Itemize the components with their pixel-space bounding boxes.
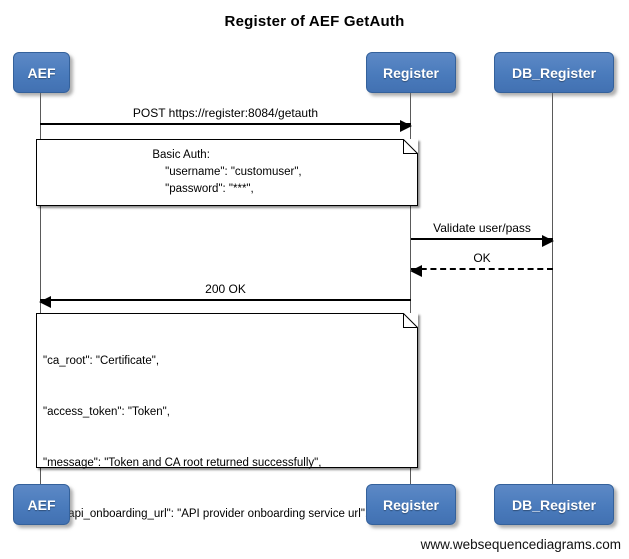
note-line: "username": "customuser", <box>152 166 302 178</box>
actor-register-bottom: Register <box>366 484 456 525</box>
lifeline-register <box>410 93 411 484</box>
note-dogear-icon <box>403 313 418 328</box>
actor-aef-bottom: AEF <box>13 484 70 525</box>
note-line: "message": "Token and CA root returned s… <box>43 457 322 469</box>
message-arrow-post-getauth <box>40 120 412 132</box>
note-line: "ca_root": "Certificate", <box>43 355 160 367</box>
actor-db-register-top: DB_Register <box>494 52 614 93</box>
lifeline-db-register <box>552 93 553 484</box>
actor-aef-label: AEF <box>27 64 56 81</box>
watermark-websequencediagrams: www.websequencediagrams.com <box>420 537 621 552</box>
message-arrow-ok-return <box>410 265 553 277</box>
actor-register-label: Register <box>382 64 440 81</box>
note-response-body: "ca_root": "Certificate", "access_token"… <box>36 313 418 520</box>
message-arrow-200-ok <box>39 296 411 308</box>
actor-db-register-label: DB_Register <box>511 496 597 513</box>
note-line: "password": "***", <box>152 183 254 195</box>
actor-aef-top: AEF <box>13 52 70 93</box>
message-label-post-getauth: POST https://register:8084/getauth <box>132 106 319 120</box>
actor-register-top: Register <box>366 52 456 93</box>
actor-aef-label: AEF <box>27 496 56 513</box>
actor-register-label: Register <box>382 496 440 513</box>
message-label-validate: Validate user/pass <box>433 221 531 235</box>
diagram-title: Register of AEF GetAuth <box>224 13 405 30</box>
arrowhead-left-icon <box>39 296 51 308</box>
actor-db-register-bottom: DB_Register <box>494 484 614 525</box>
note-basic-auth: Basic Auth: "username": "customuser", "p… <box>36 139 418 206</box>
message-label-200-ok: 200 OK <box>205 282 246 296</box>
note-line: Basic Auth: <box>152 149 210 161</box>
arrowhead-right-icon <box>542 235 554 247</box>
note-line: "ccf_api_onboarding_url": "API provider … <box>43 508 369 520</box>
note-dogear-icon <box>403 139 418 154</box>
message-label-ok: OK <box>473 251 491 265</box>
note-response-text: "ca_root": "Certificate", "access_token"… <box>43 319 417 559</box>
note-line: "access_token": "Token", <box>43 406 170 418</box>
message-arrow-validate <box>411 235 554 247</box>
arrowhead-left-icon <box>410 265 422 277</box>
actor-db-register-label: DB_Register <box>511 64 597 81</box>
note-basic-auth-text: Basic Auth: "username": "customuser", "p… <box>152 147 301 198</box>
lifeline-aef <box>40 93 41 484</box>
arrowhead-right-icon <box>400 120 412 132</box>
